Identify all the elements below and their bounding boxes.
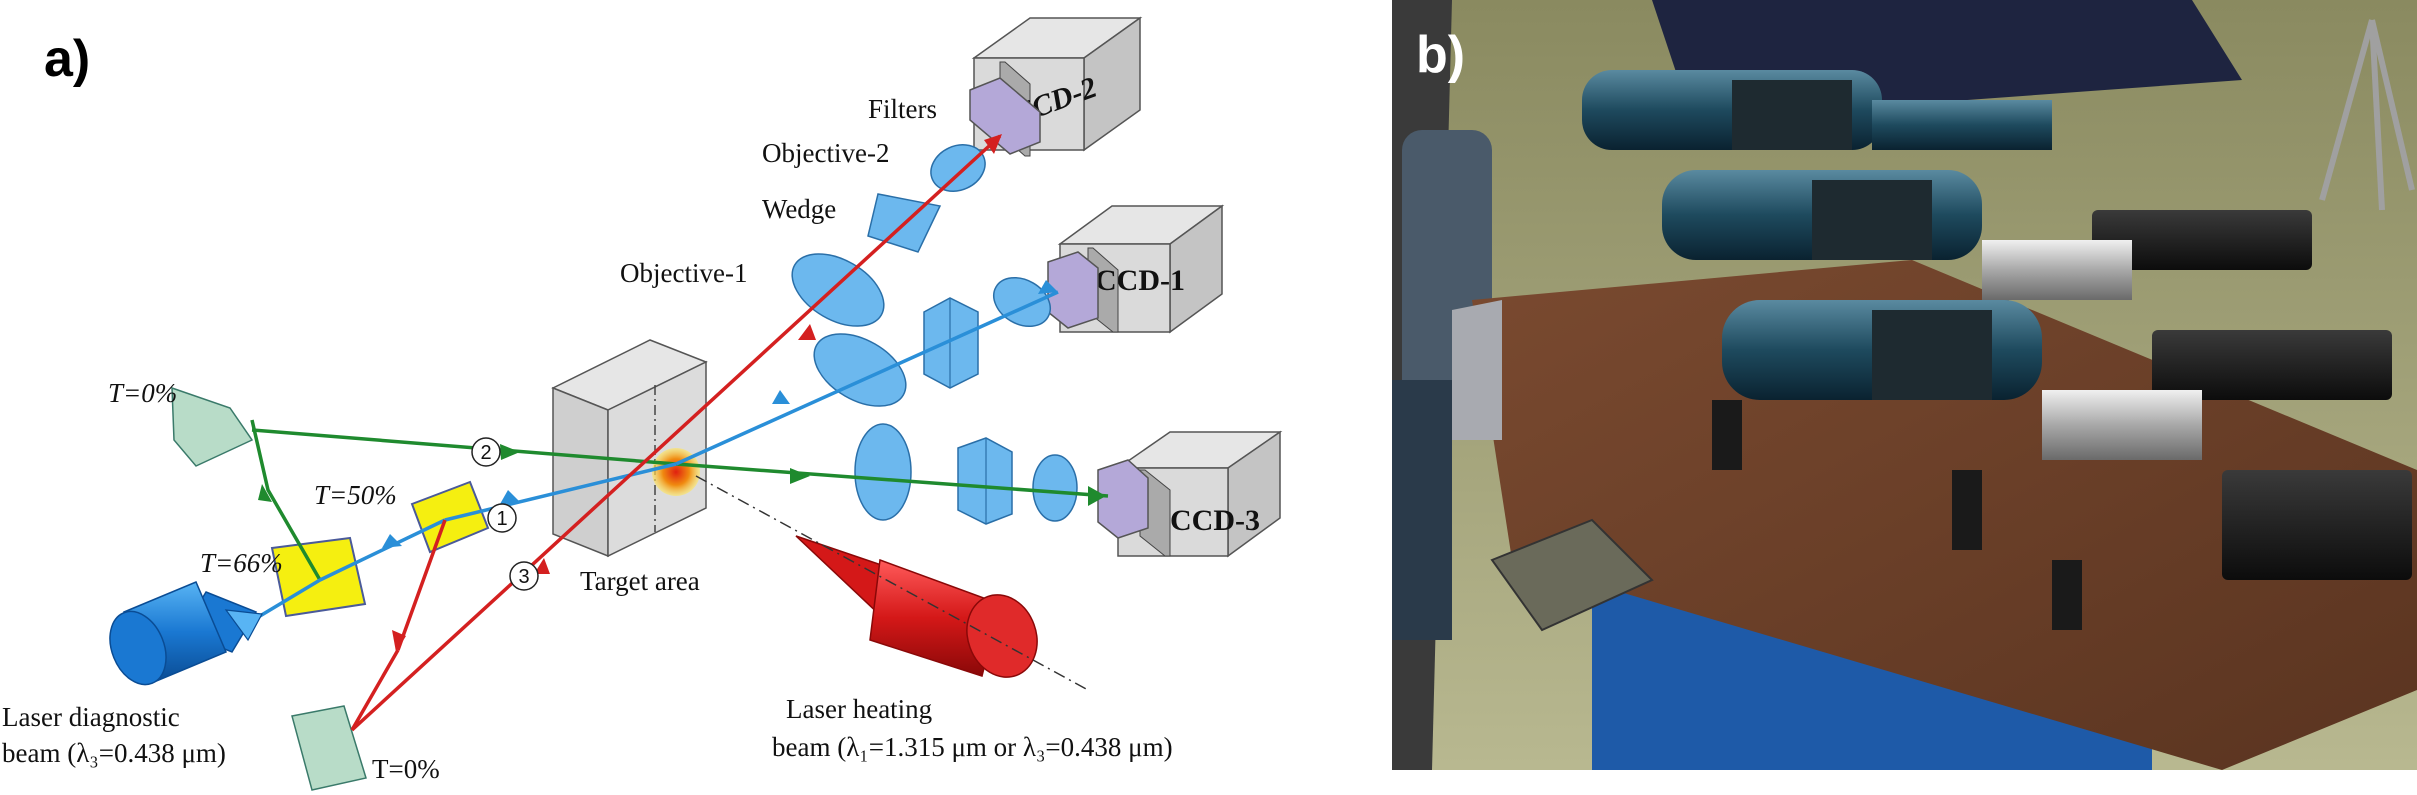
target-area-label: Target area <box>580 566 700 596</box>
red-beam-path <box>350 134 1002 732</box>
camera-assembly-middle <box>1662 170 2392 400</box>
setup-photograph: b) <box>1392 0 2417 770</box>
ccd3-front-lens <box>854 423 912 521</box>
filters-label: Filters <box>868 94 937 124</box>
t0-bottom-label: T=0% <box>372 754 440 784</box>
ccd3-camera: CCD-3 <box>1115 430 1283 558</box>
mirror-t0-top <box>171 386 254 467</box>
mirror-t0-bottom <box>291 705 367 791</box>
t50-label: T=50% <box>314 480 397 510</box>
beam-number-2: 2 <box>471 437 501 467</box>
svg-text:2: 2 <box>480 442 491 464</box>
beam-number-1: 1 <box>487 503 517 533</box>
wedge-label: Wedge <box>762 194 836 224</box>
ccd3-label: CCD-3 <box>1170 504 1260 537</box>
ccd3-rear-lens <box>1032 454 1078 522</box>
filter-ccd2 <box>969 77 1041 155</box>
heating-beam-axis <box>695 475 1089 691</box>
optical-layout-diagram: a) CCD-2 CCD-1 CCD-3 <box>2 16 1283 791</box>
t66-label: T=66% <box>200 548 283 578</box>
camera-assembly-bottom <box>1722 300 2412 580</box>
blue-beam-arrows <box>382 280 1058 548</box>
objective-1-label: Objective-1 <box>620 258 747 288</box>
objective-2-lens <box>930 144 986 192</box>
wedge-ccd3 <box>957 437 1013 525</box>
optic-posts <box>1712 400 2082 630</box>
t0-top-label: T=0% <box>108 378 177 408</box>
panel-b-label: b) <box>1416 26 1465 84</box>
green-beam-arrows <box>258 444 1106 506</box>
heating-laser <box>795 535 1038 678</box>
objective-1-lens <box>791 253 885 327</box>
objective-2-label: Objective-2 <box>762 138 889 168</box>
tripod <box>2319 19 2415 211</box>
heating-beam-line2: beam (λ₁=1.315 μm or λ₃=0.438 μm) <box>772 732 1173 762</box>
svg-text:1: 1 <box>496 508 507 530</box>
ccd1-front-lens <box>813 333 907 407</box>
camera-assembly-top <box>1582 70 2312 270</box>
wedge-ccd1 <box>923 297 979 389</box>
green-beam-path <box>250 419 1109 581</box>
red-beam-arrows <box>392 134 1002 652</box>
panel-a-label: a) <box>44 30 90 88</box>
heating-beam-line1: Laser heating <box>786 694 932 724</box>
diagnostic-beam-line1: Laser diagnostic <box>2 702 180 732</box>
ccd1-label: CCD-1 <box>1095 264 1185 297</box>
diagnostic-laser <box>109 581 263 686</box>
grating-plate <box>1490 518 1654 632</box>
mounting-plate <box>1452 300 1502 440</box>
diagnostic-beam-line2: beam (λ₃=0.438 μm) <box>2 738 226 768</box>
chamber-lower <box>1392 380 1452 640</box>
beam-number-3: 3 <box>509 561 539 591</box>
svg-text:3: 3 <box>518 566 529 588</box>
filter-ccd3 <box>1097 459 1149 539</box>
